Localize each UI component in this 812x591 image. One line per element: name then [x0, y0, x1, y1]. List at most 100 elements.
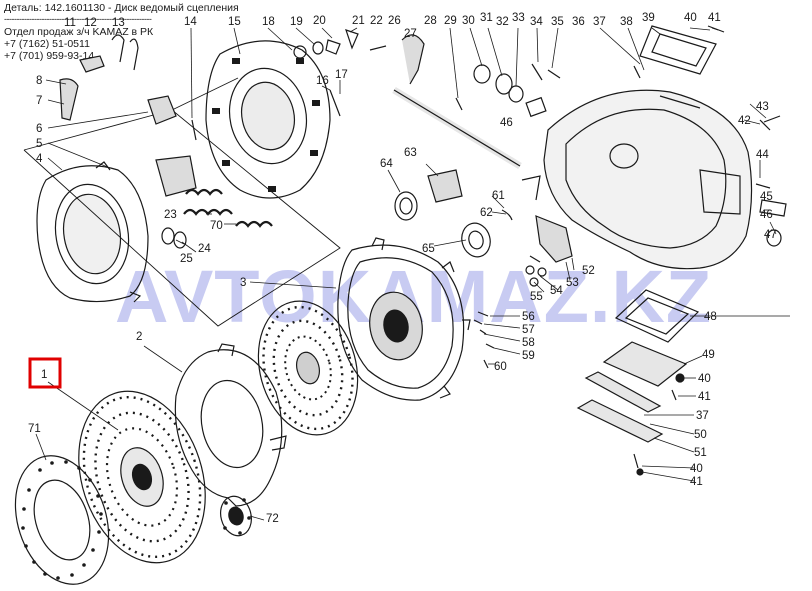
part-23-spring — [183, 188, 233, 216]
callout-46-center: 46 — [500, 117, 513, 129]
callout-56: 56 — [522, 311, 535, 323]
callout-19: 19 — [290, 16, 303, 28]
callout-43: 43 — [756, 101, 769, 113]
lining-rivet-holes — [21, 460, 103, 580]
callout-45: 45 — [760, 191, 773, 203]
callout-21: 21 — [352, 15, 365, 27]
callout-42: 42 — [738, 115, 751, 127]
callout-38: 38 — [620, 16, 633, 28]
callout-57: 57 — [522, 324, 535, 336]
callout-41-mid: 41 — [698, 391, 711, 403]
selected-part-highlight — [28, 357, 62, 389]
header-separator: ----------------------------------------… — [4, 14, 152, 24]
callout-36: 36 — [572, 16, 585, 28]
callout-26: 26 — [388, 15, 401, 27]
callout-60: 60 — [494, 361, 507, 373]
callout-20: 20 — [313, 15, 326, 27]
callout-40-bottom: 40 — [690, 463, 703, 475]
part-4-intermediate-plate — [36, 161, 149, 303]
callout-44: 44 — [756, 149, 769, 161]
callout-52: 52 — [582, 265, 595, 277]
part-1-driven-disc — [78, 390, 206, 564]
callout-58: 58 — [522, 337, 535, 349]
callout-29: 29 — [444, 15, 457, 27]
callout-48: 48 — [704, 311, 717, 323]
phone-number-2: +7 (701) 959-93-14 — [4, 50, 95, 62]
release-levers-group — [59, 34, 197, 197]
callout-16: 16 — [316, 75, 329, 87]
callout-63: 63 — [404, 147, 417, 159]
part-72-hub — [220, 495, 252, 537]
callout-23: 23 — [164, 209, 177, 221]
callout-30: 30 — [462, 15, 475, 27]
callout-7: 7 — [36, 95, 42, 107]
callout-18: 18 — [262, 16, 275, 28]
phone-number-1: +7 (7162) 51-0511 — [4, 38, 90, 50]
callout-40-mid: 40 — [698, 373, 711, 385]
detail-title: Деталь: 142.1601130 - Диск ведомый сцепл… — [4, 2, 239, 14]
callout-11: 11 — [64, 17, 76, 29]
part-24-washers — [161, 227, 187, 249]
callout-59: 59 — [522, 350, 535, 362]
callout-40-top: 40 — [684, 12, 697, 24]
callout-22: 22 — [370, 15, 383, 27]
callout-13: 13 — [112, 17, 125, 29]
callout-41-bottom: 41 — [690, 476, 703, 488]
callout-33: 33 — [512, 12, 525, 24]
callout-72: 72 — [266, 513, 279, 525]
callout-65: 65 — [422, 243, 435, 255]
part-70-spring — [235, 220, 273, 228]
callout-25: 25 — [180, 253, 193, 265]
callout-8: 8 — [36, 75, 42, 87]
callout-24: 24 — [198, 243, 211, 255]
callout-5: 5 — [36, 138, 42, 150]
callout-37: 37 — [593, 16, 606, 28]
callout-37-bottom: 37 — [696, 410, 709, 422]
callout-41-top: 41 — [708, 12, 721, 24]
top-small-parts — [293, 29, 561, 169]
callout-6: 6 — [36, 123, 42, 135]
part-3-disc — [257, 300, 359, 436]
callout-34: 34 — [530, 16, 543, 28]
callout-17: 17 — [335, 69, 348, 81]
leader-lines — [35, 27, 790, 521]
callout-14: 14 — [184, 16, 197, 28]
callout-64: 64 — [380, 158, 393, 170]
part-51-plate — [576, 399, 664, 443]
callout-32: 32 — [496, 16, 509, 28]
callout-39: 39 — [642, 12, 655, 24]
part-49-cover — [602, 341, 688, 387]
callout-54: 54 — [550, 285, 563, 297]
callout-47: 47 — [764, 229, 777, 241]
callout-27: 27 — [404, 28, 417, 40]
housing-small-parts — [633, 25, 787, 247]
callout-50: 50 — [694, 429, 707, 441]
callout-70: 70 — [210, 220, 223, 232]
assembly-frame-lines — [23, 77, 341, 327]
callout-51: 51 — [694, 447, 707, 459]
callout-3: 3 — [240, 277, 246, 289]
callout-55: 55 — [530, 291, 543, 303]
part-14-pin — [191, 119, 197, 141]
clutch-cover-assembly — [337, 237, 471, 401]
part-2-pressure-plate — [174, 343, 287, 507]
callout-2: 2 — [136, 331, 142, 343]
callout-28: 28 — [424, 15, 437, 27]
part-48-gasket — [614, 289, 700, 343]
callout-31: 31 — [480, 12, 493, 24]
part-71-friction-lining — [14, 455, 110, 585]
callout-4: 4 — [36, 153, 43, 165]
callout-53: 53 — [566, 277, 579, 289]
callout-62: 62 — [480, 207, 493, 219]
callout-71: 71 — [28, 423, 41, 435]
callout-labels: 1 71 2 3 72 4 5 6 7 8 11 12 13 14 15 18 … — [28, 12, 777, 525]
callout-61: 61 — [492, 190, 505, 202]
callout-12: 12 — [84, 17, 97, 29]
callout-15: 15 — [228, 16, 241, 28]
callout-35: 35 — [551, 16, 564, 28]
callout-49: 49 — [702, 349, 715, 361]
part-37-bell-housing — [543, 89, 753, 270]
part-50-plate — [584, 371, 662, 413]
